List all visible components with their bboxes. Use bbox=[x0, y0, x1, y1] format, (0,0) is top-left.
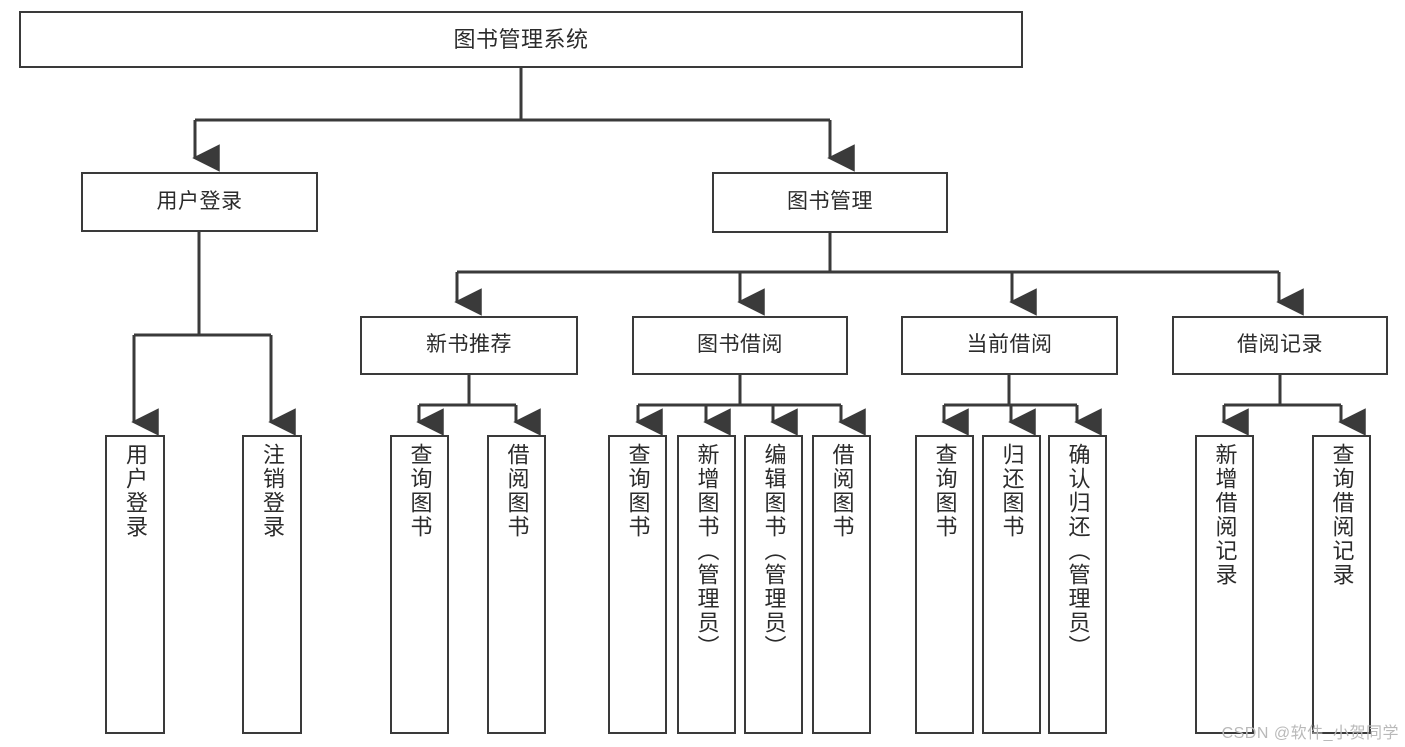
node-leaf-query-record[interactable]: 查询借阅记录 bbox=[1312, 435, 1371, 734]
node-leaf-borrow-book-1[interactable]: 借阅图书 bbox=[487, 435, 546, 734]
node-leaf-query-book-3[interactable]: 查询图书 bbox=[915, 435, 974, 734]
node-label: 图书管理系统 bbox=[453, 26, 589, 52]
node-label: 注销登录 bbox=[260, 443, 285, 539]
node-label: 当前借阅 bbox=[966, 333, 1053, 357]
node-borrow-record[interactable]: 借阅记录 bbox=[1172, 316, 1388, 375]
node-label: 图书借阅 bbox=[697, 333, 783, 357]
node-label: 用户登录 bbox=[123, 443, 148, 539]
node-label: 新书推荐 bbox=[426, 333, 512, 357]
node-label: 图书管理 bbox=[787, 190, 873, 214]
node-label: 归还图书 bbox=[999, 443, 1025, 539]
node-leaf-query-book-1[interactable]: 查询图书 bbox=[390, 435, 449, 734]
node-leaf-return-book[interactable]: 归还图书 bbox=[982, 435, 1041, 734]
node-leaf-add-book[interactable]: 新增图书（管理员） bbox=[677, 435, 736, 734]
csdn-watermark: CSDN @软件_小贺同学 bbox=[1221, 725, 1399, 742]
node-label: 查询借阅记录 bbox=[1329, 443, 1355, 587]
node-user-login[interactable]: 用户登录 bbox=[81, 172, 318, 232]
node-label: 查询图书 bbox=[932, 443, 958, 539]
node-leaf-query-book-2[interactable]: 查询图书 bbox=[608, 435, 667, 734]
node-leaf-confirm-return[interactable]: 确认归还（管理员） bbox=[1048, 435, 1107, 734]
node-leaf-logout-login[interactable]: 注销登录 bbox=[242, 435, 302, 734]
node-label: 编辑图书（管理员） bbox=[761, 443, 787, 659]
node-leaf-edit-book[interactable]: 编辑图书（管理员） bbox=[744, 435, 803, 734]
node-label: 新增图书（管理员） bbox=[694, 443, 720, 659]
node-leaf-borrow-book-2[interactable]: 借阅图书 bbox=[812, 435, 871, 734]
node-label: 新增借阅记录 bbox=[1212, 443, 1238, 587]
node-label: 查询图书 bbox=[625, 443, 651, 539]
node-label: 确认归还（管理员） bbox=[1065, 443, 1091, 659]
node-label: 用户登录 bbox=[156, 189, 243, 213]
node-book-management[interactable]: 图书管理 bbox=[712, 172, 948, 233]
node-new-book-recommend[interactable]: 新书推荐 bbox=[360, 316, 578, 375]
node-root-system[interactable]: 图书管理系统 bbox=[19, 11, 1023, 68]
node-leaf-user-login[interactable]: 用户登录 bbox=[105, 435, 165, 734]
node-leaf-add-record[interactable]: 新增借阅记录 bbox=[1195, 435, 1254, 734]
node-current-borrow[interactable]: 当前借阅 bbox=[901, 316, 1118, 375]
node-book-borrow[interactable]: 图书借阅 bbox=[632, 316, 848, 375]
node-label: 借阅记录 bbox=[1237, 333, 1323, 357]
node-label: 查询图书 bbox=[407, 443, 433, 539]
node-label: 借阅图书 bbox=[504, 443, 530, 539]
node-label: 借阅图书 bbox=[829, 443, 855, 539]
